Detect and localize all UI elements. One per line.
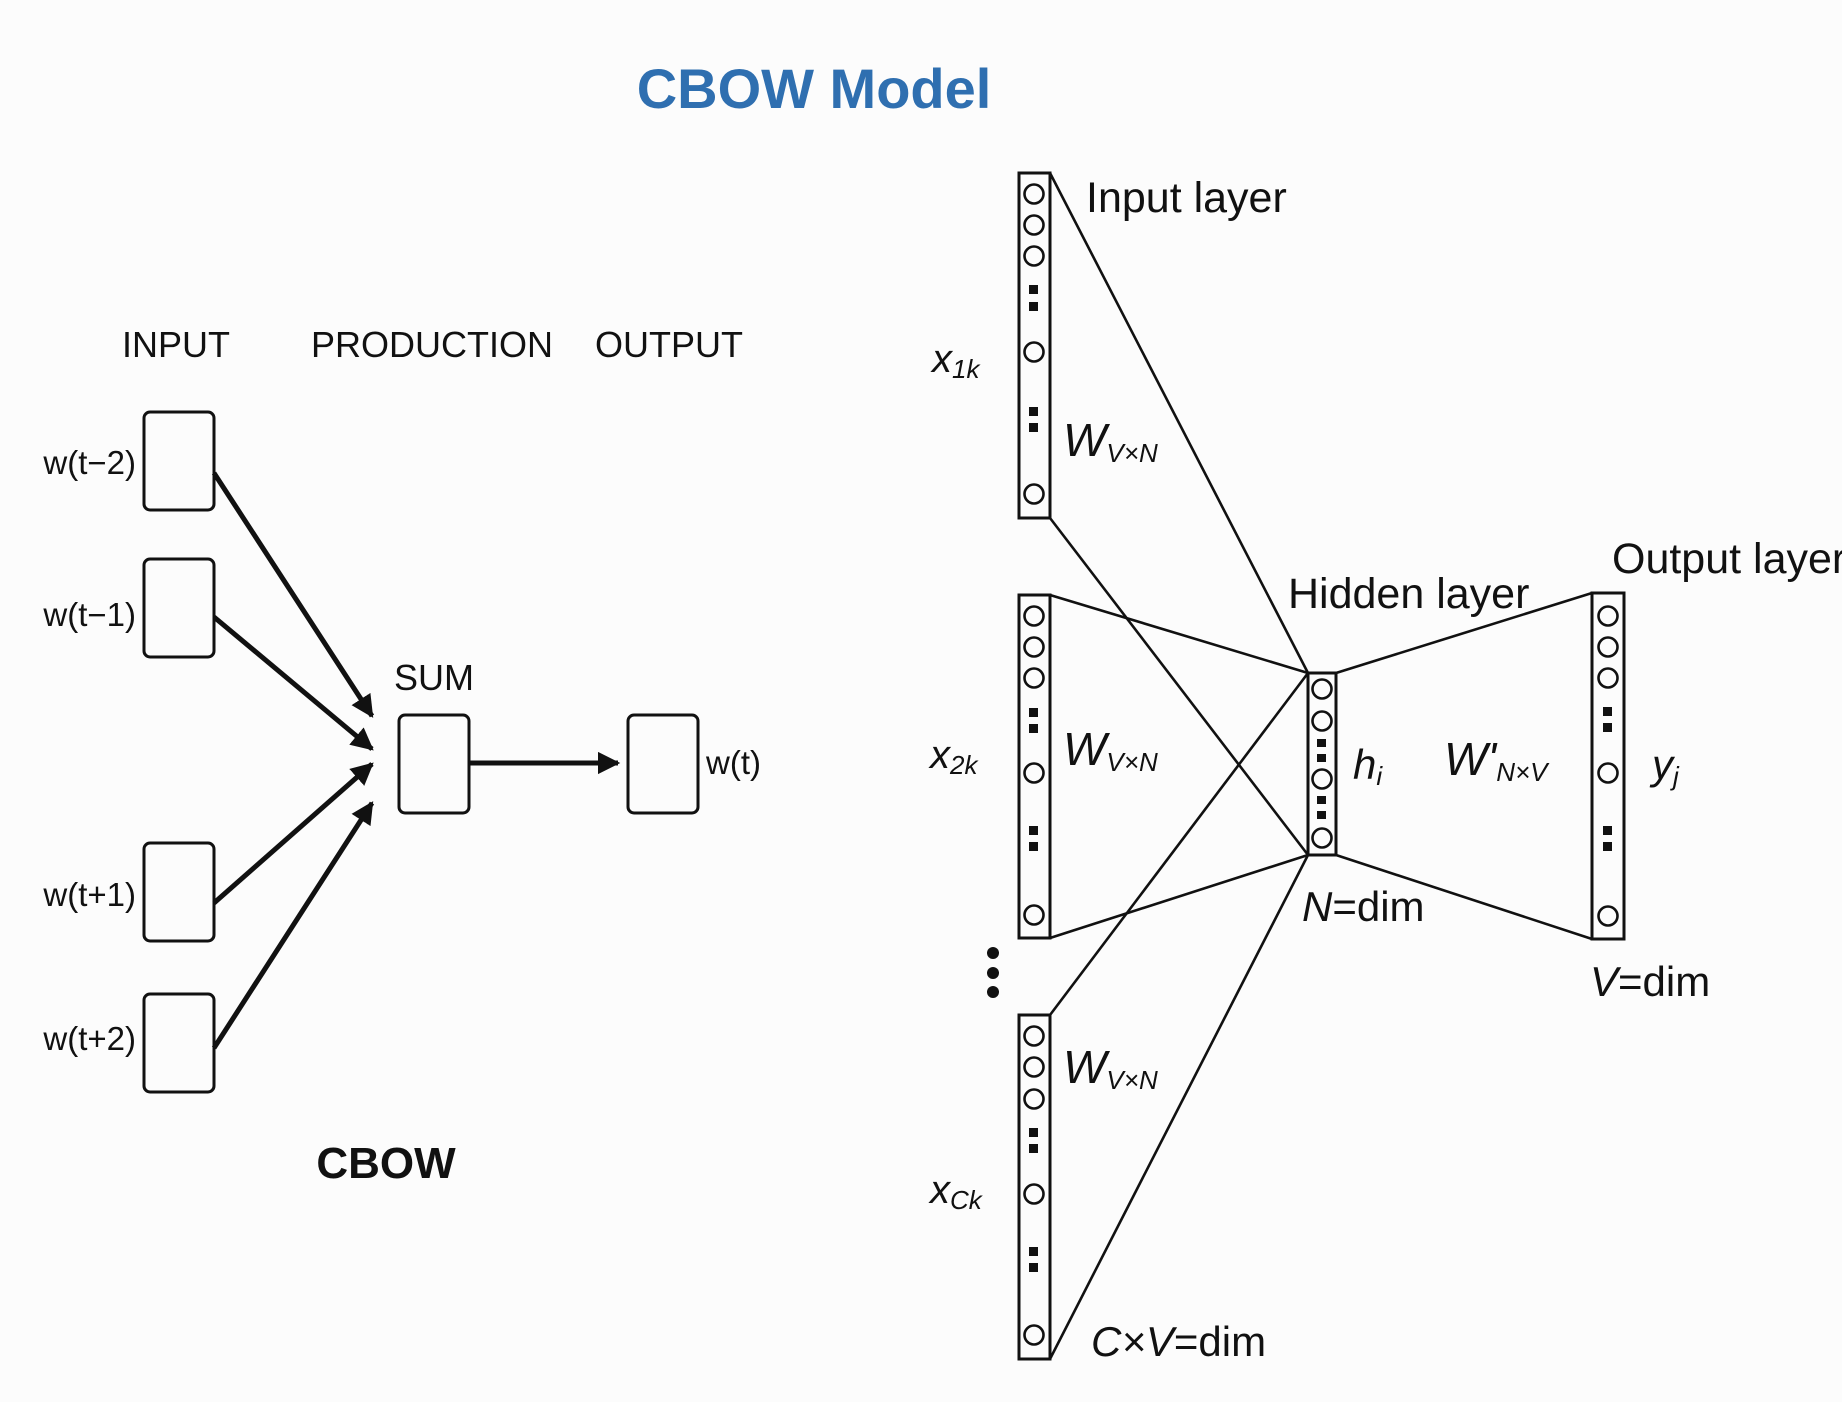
sum-label: SUM [394, 657, 474, 698]
arrow-t-minus-1 [212, 615, 374, 751]
input-box-t-plus-2 [142, 992, 216, 1094]
input-box-t-minus-2 [142, 410, 216, 512]
sum-box [397, 713, 471, 815]
hidden-vector [1306, 671, 1338, 857]
x2k-label: x2k [928, 733, 979, 780]
cbow-caption: CBOW [316, 1139, 456, 1188]
weight-label-1: WV×N [1063, 414, 1158, 468]
input-label-t-minus-2: w(t−2) [42, 444, 136, 481]
input-label-t-plus-1: w(t+1) [42, 876, 136, 913]
cbow-network-diagram: Input layer Hidden layer Output layer x1… [928, 171, 1842, 1365]
vertical-ellipsis [987, 947, 999, 998]
input-box-t-plus-1 [142, 841, 216, 943]
header-production: PRODUCTION [311, 324, 553, 365]
input-dim-label: C×V=dim [1091, 1318, 1266, 1365]
xck-label: xCk [928, 1168, 984, 1215]
input-vector-c [1017, 1013, 1052, 1361]
x1k-label: x1k [930, 337, 981, 384]
weight-label-c: WV×N [1063, 1041, 1158, 1095]
input-box-t-minus-1 [142, 557, 216, 659]
output-box [626, 713, 700, 815]
weight-connections [1048, 172, 1593, 1360]
hidden-dim-label: N=dim [1302, 883, 1425, 930]
output-dim-label: V=dim [1590, 958, 1710, 1005]
arrow-t-plus-2 [211, 801, 375, 1050]
input-vector-1 [1017, 171, 1052, 520]
page-title: CBOW Model [637, 57, 992, 120]
output-weight-label: W'N×V [1444, 733, 1550, 787]
header-input: INPUT [122, 324, 230, 365]
arrow-t-plus-1 [212, 762, 374, 905]
input-layer-label: Input layer [1086, 174, 1287, 222]
arrow-t-minus-2 [211, 471, 375, 718]
output-layer-label: Output layer [1612, 535, 1842, 583]
hidden-layer-label: Hidden layer [1288, 570, 1529, 618]
weight-label-2: WV×N [1063, 723, 1158, 777]
input-label-t-plus-2: w(t+2) [42, 1020, 136, 1057]
output-vector [1590, 591, 1626, 941]
output-label: w(t) [705, 744, 761, 781]
output-unit-label: yj [1649, 741, 1680, 791]
input-label-t-minus-1: w(t−1) [42, 596, 136, 633]
hidden-unit-label: hi [1353, 741, 1383, 791]
input-vector-2 [1017, 593, 1052, 940]
header-output: OUTPUT [595, 324, 743, 365]
cbow-simple-diagram: INPUT PRODUCTION OUTPUT w(t−2) w(t−1) w(… [42, 324, 761, 1188]
